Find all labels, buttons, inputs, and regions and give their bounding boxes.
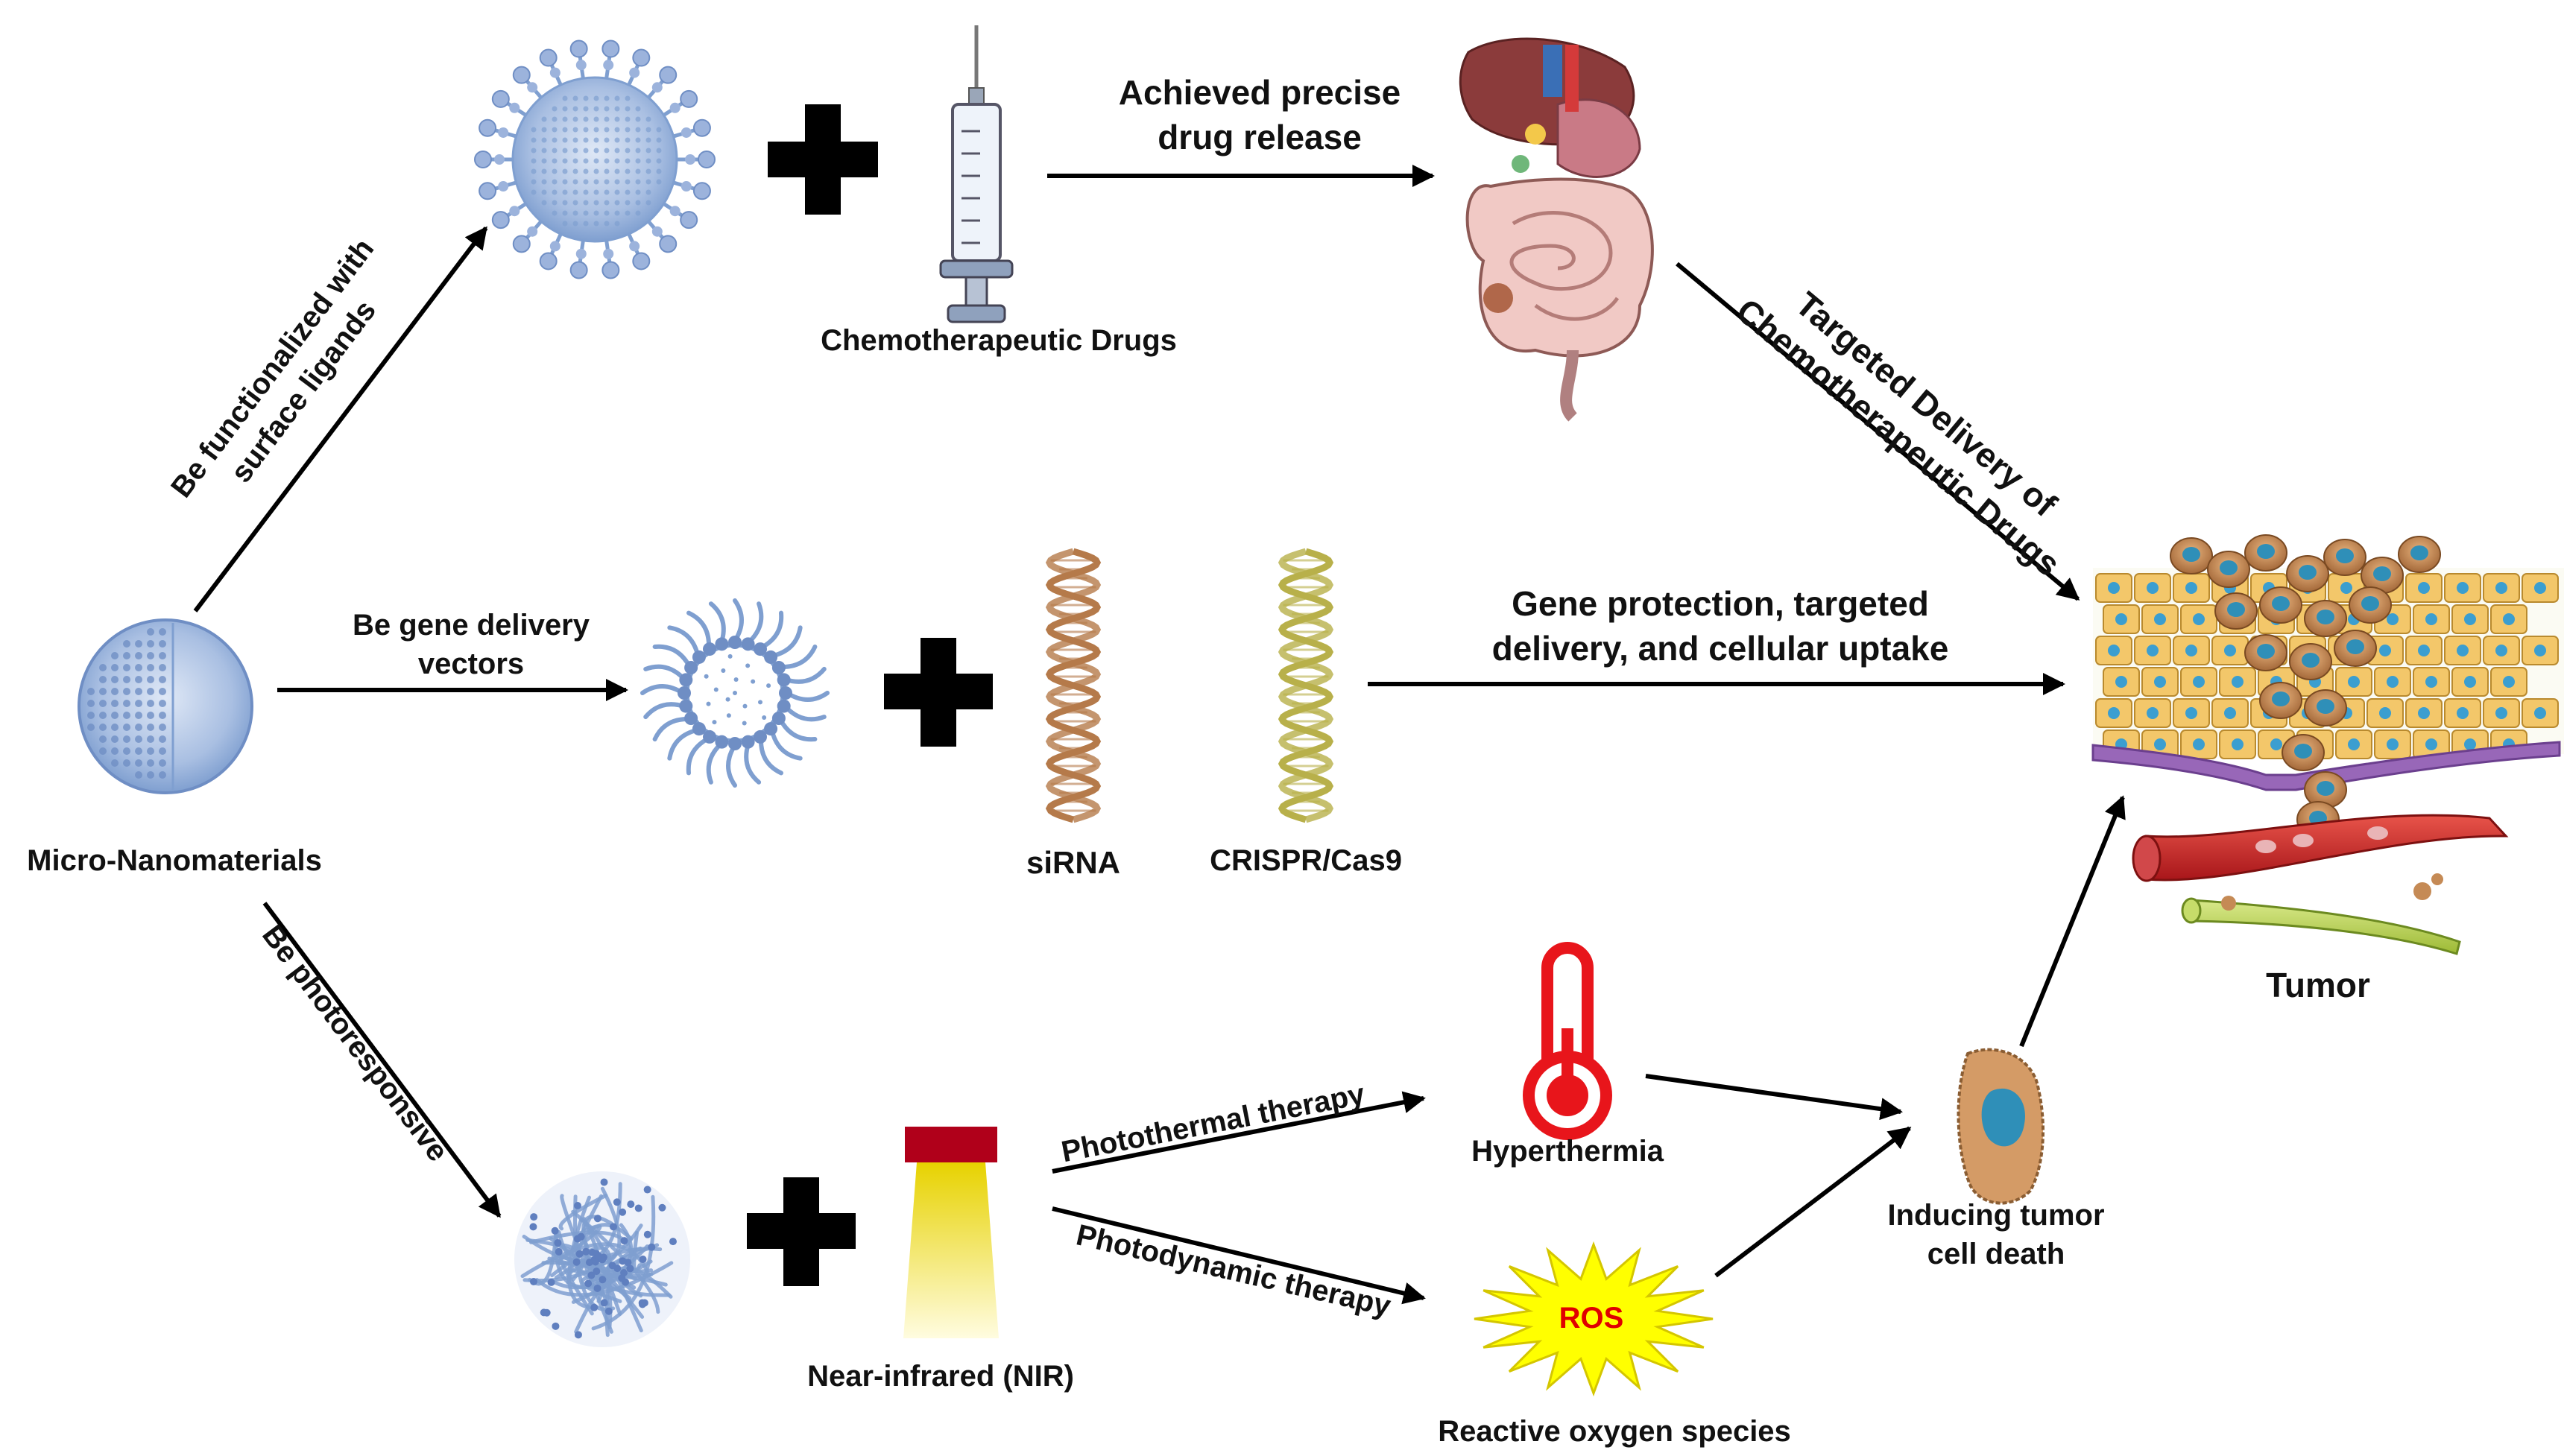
arrow-to-photoresponsive bbox=[262, 902, 502, 1218]
arrow-death-to-tumor bbox=[2019, 795, 2126, 1048]
gene-protection-label-line2: delivery, and cellular uptake bbox=[1492, 629, 1949, 668]
photoresponsive-nanoparticle-icon bbox=[514, 1171, 690, 1347]
targeted-delivery-label-line2: Chemotherapeutic Drugs bbox=[1729, 291, 2068, 583]
arrow-photothermal bbox=[1052, 1091, 1426, 1174]
plus-icon-middle bbox=[884, 638, 993, 747]
arrow-to-functionalized bbox=[193, 226, 488, 613]
tumor-tissue-icon bbox=[2091, 534, 2564, 955]
crispr-helix-icon bbox=[1278, 548, 1334, 823]
micro-nanomaterials-label: Micro-Nanomaterials bbox=[27, 844, 322, 877]
functionalized-label-line1: Be functionalized with bbox=[165, 232, 380, 504]
arrow-photodynamic bbox=[1052, 1206, 1426, 1305]
gene-vector-micelle-icon bbox=[640, 598, 830, 788]
hyperthermia-label: Hyperthermia bbox=[1471, 1135, 1664, 1168]
targeted-delivery-edge-label: Targeted Delivery of Chemotherapeutic Dr… bbox=[1729, 284, 2068, 583]
cell-death-label-line1: Inducing tumor bbox=[1887, 1199, 2104, 1232]
ros-caption-label: Reactive oxygen species bbox=[1438, 1415, 1791, 1448]
photoresponsive-edge-label: Be photoresponsive bbox=[256, 919, 455, 1168]
gene-protection-label-line1: Gene protection, targeted bbox=[1512, 584, 1929, 623]
sirna-label: siRNA bbox=[1026, 845, 1120, 880]
arrow-hyperthermia-to-death bbox=[1645, 1074, 1903, 1121]
photodynamic-label: Photodynamic therapy bbox=[1073, 1218, 1395, 1323]
ros-label: ROS bbox=[1559, 1302, 1624, 1335]
arrow-ros-to-death bbox=[1714, 1126, 1912, 1278]
photothermal-label: Photothermal therapy bbox=[1058, 1077, 1368, 1168]
tumor-label: Tumor bbox=[2266, 966, 2370, 1004]
ligand-nanoparticle-icon bbox=[474, 39, 716, 279]
dying-tumor-cell-icon bbox=[1957, 1048, 2044, 1205]
chemo-drugs-label: Chemotherapeutic Drugs bbox=[821, 324, 1177, 357]
nir-label: Near-infrared (NIR) bbox=[807, 1360, 1074, 1393]
gene-vectors-label-line1: Be gene delivery bbox=[353, 609, 590, 642]
precise-release-label-line2: drug release bbox=[1158, 118, 1362, 156]
precise-release-label-line1: Achieved precise bbox=[1119, 73, 1401, 112]
cell-death-label-line2: cell death bbox=[1927, 1238, 2065, 1270]
arrow-targeted-delivery bbox=[1676, 262, 2080, 601]
syringe-icon bbox=[939, 25, 1014, 323]
nir-light-icon bbox=[903, 1127, 999, 1338]
photoresponsive-label: Be photoresponsive bbox=[256, 919, 455, 1168]
thermometer-icon bbox=[1523, 942, 1612, 1140]
plus-icon-bottom bbox=[747, 1177, 856, 1286]
plus-icon-top bbox=[768, 104, 878, 215]
digestive-organs-icon bbox=[1459, 37, 1654, 422]
arrows bbox=[193, 165, 2126, 1305]
functionalized-edge-label: Be functionalized with surface ligands bbox=[165, 232, 382, 504]
sirna-helix-icon bbox=[1045, 548, 1102, 823]
micro-nanomaterial-sphere-icon bbox=[78, 618, 253, 794]
ros-burst-icon bbox=[1474, 1241, 1714, 1397]
gene-vectors-label-line2: vectors bbox=[418, 648, 524, 680]
crispr-label: CRISPR/Cas9 bbox=[1210, 844, 1402, 877]
